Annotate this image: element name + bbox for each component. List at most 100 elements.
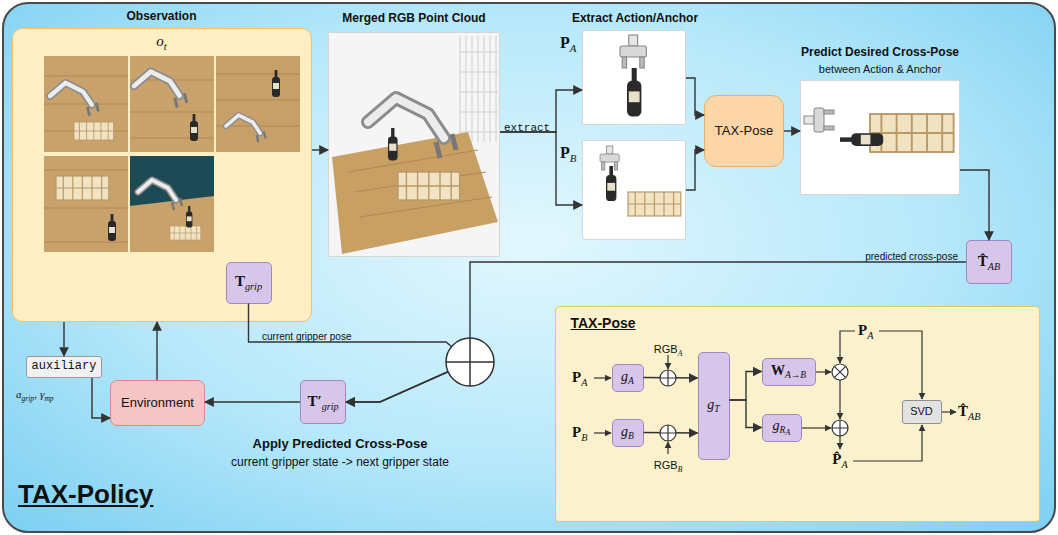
point-cloud-picture [388, 128, 398, 160]
connector-arrow [686, 150, 704, 190]
text-part: B [628, 431, 634, 441]
model-box: TAX-Pose [704, 95, 784, 167]
text-part: W [771, 363, 785, 378]
connector-arrow [312, 149, 328, 150]
text-part: P [560, 34, 570, 51]
section-heading: Extract Action/Anchor [572, 11, 698, 25]
text-part: AB [988, 260, 1000, 271]
observation-box: TgripObservationot [12, 28, 312, 322]
text-part: grip [22, 394, 34, 403]
free-label: Apply Predicted Cross-Pose [190, 434, 490, 452]
observation-tiles [44, 156, 128, 252]
anchor-object-picture [600, 146, 619, 170]
encoder-box: gB [612, 419, 644, 447]
observation-tiles [138, 180, 182, 210]
observation-tiles [50, 83, 98, 116]
encoder-box: gA [612, 364, 644, 392]
text-part: AB [968, 411, 980, 422]
math-symbol: P̂A [832, 450, 847, 467]
action-object-picture [627, 68, 641, 117]
text-part: A [628, 376, 634, 386]
connector-arrow [644, 377, 698, 379]
inset-arrows [594, 432, 611, 433]
observation-tiles [56, 176, 109, 200]
connector-arrow [63, 322, 64, 356]
action-object-picture [620, 35, 646, 68]
edge-label: agrip, γmp [16, 384, 54, 403]
text-part: A [678, 349, 683, 358]
text-part: B [678, 465, 683, 474]
text-part: P [858, 322, 867, 338]
pose-box: T̂AB [966, 240, 1012, 284]
connector-arrow [346, 262, 966, 402]
transformer-box: gT [698, 352, 730, 460]
point-cloud-picture [460, 36, 498, 142]
connector-arrow [205, 401, 300, 402]
step-note: current gripper state -> next gripper st… [231, 455, 449, 469]
observation-tiles [44, 156, 128, 252]
text-part: g [621, 369, 628, 384]
math-symbol: RGBA [654, 343, 682, 355]
anchor-object-picture [600, 146, 681, 216]
inset-arrows [594, 377, 611, 378]
inset-operators [832, 364, 848, 380]
text-part: A→B [785, 370, 806, 380]
observation-tiles [216, 74, 300, 126]
text-holder: ot [12, 32, 312, 52]
environment-box: Environment [110, 380, 205, 426]
math-symbol: PA [572, 368, 587, 385]
cross-pose-result-picture [804, 108, 834, 132]
text-part: T′ [307, 393, 321, 409]
edge-label: extract [504, 117, 550, 135]
text-part: T [714, 404, 719, 414]
text-part: T̂ [978, 253, 988, 269]
text-part: P̂ [832, 451, 841, 467]
text-part: B [581, 432, 587, 443]
action-object-picture [620, 35, 646, 117]
text-part: A [867, 330, 873, 341]
action-image: PA [582, 30, 686, 125]
text-part: γ [40, 388, 44, 400]
pose-box: Tgrip [226, 262, 272, 304]
text-part: A [570, 42, 577, 54]
observation-tiles [44, 56, 128, 152]
free-label: current gripper state -> next gripper st… [190, 452, 490, 470]
point-cloud-image: Merged RGB Point Cloud [328, 32, 500, 257]
text-holder: Tgrip [227, 263, 271, 303]
text-holder: TAX-Pose [705, 96, 783, 166]
text-holder: TAX-Policy [18, 480, 153, 510]
connector-arrow [156, 322, 157, 380]
connector-arrow [249, 304, 471, 403]
free-label: P̂A [820, 450, 860, 470]
text-holder: Observation [12, 6, 312, 24]
free-label: PB [572, 423, 587, 443]
text-holder: Merged RGB Point Cloud [308, 8, 520, 26]
free-label: RGBB [628, 455, 708, 474]
text-holder: gA [613, 365, 643, 391]
step-heading: Apply Predicted Cross-Pose [253, 436, 428, 451]
observation-tiles [190, 114, 198, 141]
text-part: A [841, 459, 847, 470]
free-label: PA [572, 368, 587, 388]
inset-arrows [840, 331, 855, 363]
inset-operators [834, 366, 845, 377]
text-part: R [780, 426, 786, 436]
connector-arrow [92, 378, 110, 418]
observation-tiles [44, 170, 128, 242]
merge-circle [446, 338, 494, 386]
math-symbol: T̂AB [958, 402, 980, 419]
text-part: A [785, 428, 790, 437]
text-holder: gT [699, 353, 729, 459]
text-part: RGB [654, 459, 678, 471]
text-holder: T′grip [301, 381, 345, 423]
text-part: P [560, 144, 570, 161]
inset-arrows [853, 425, 922, 461]
inset-arrows [942, 411, 956, 412]
point-cloud-picture [329, 33, 499, 256]
weight-box: WA→B [762, 358, 816, 386]
inset-arrows [879, 331, 922, 399]
text-part: , [34, 388, 40, 400]
text-holder: Predict Desired Cross-Pose [780, 42, 980, 60]
edge-label: extract [504, 122, 550, 134]
observation-tiles [226, 115, 266, 142]
